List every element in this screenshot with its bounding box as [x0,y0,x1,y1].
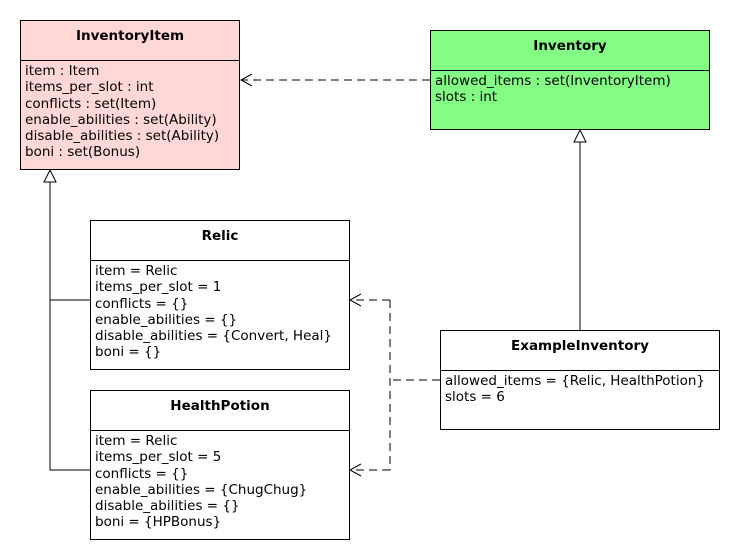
class-name: Relic [91,221,349,261]
attribute: enable_abilities : set(Ability) [25,111,217,128]
dependency-arrowhead-relic [348,293,362,307]
attribute-list: allowed_items = {Relic, HealthPotion} sl… [441,371,719,406]
attribute-list: item : Item items_per_slot : int conflic… [21,61,239,161]
attribute: conflicts = {} [95,295,189,312]
attribute: items_per_slot : int [25,79,154,96]
attribute-list: allowed_items : set(InventoryItem) slots… [431,71,709,106]
attribute: conflicts = {} [95,465,189,482]
attribute: items_per_slot = 5 [95,449,222,466]
attribute: boni = {HPBonus} [95,514,222,531]
relic-generalization-line [49,182,90,301]
healthpotion-generalization-line [49,300,90,471]
attribute: slots : int [435,89,498,106]
attribute: allowed_items = {Relic, HealthPotion} [445,373,706,389]
attribute: item = Relic [95,263,178,279]
attribute: disable_abilities : set(Ability) [25,128,220,145]
attribute: disable_abilities = {Convert, Heal} [95,328,332,345]
class-relic: Relic item = Relic items_per_slot = 1 co… [90,220,350,370]
class-name: ExampleInventory [441,331,719,371]
attribute: item : Item [25,63,100,79]
exampleinventory-dependency-trunk [389,300,440,470]
attribute-list: item = Relic items_per_slot = 5 conflict… [91,431,349,531]
class-exampleinventory: ExampleInventory allowed_items = {Relic,… [440,330,720,430]
class-healthpotion: HealthPotion item = Relic items_per_slot… [90,390,350,540]
attribute: enable_abilities = {ChugChug} [95,481,308,498]
attribute: slots = 6 [445,389,505,406]
inventoryitem-inheritance-triangle [43,168,57,183]
class-name: InventoryItem [21,21,239,61]
attribute: enable_abilities = {} [95,311,238,328]
attribute-list: item = Relic items_per_slot = 1 conflict… [91,261,349,361]
attribute: disable_abilities = {} [95,498,240,515]
attribute: allowed_items : set(InventoryItem) [435,73,671,89]
inventory-inheritance-triangle [573,128,587,143]
class-inventoryitem: InventoryItem item : Item items_per_slot… [20,20,240,170]
attribute: items_per_slot = 1 [95,279,222,296]
attribute: conflicts : set(Item) [25,95,157,112]
class-name: HealthPotion [91,391,349,431]
dependency-arrowhead-healthpotion [348,463,362,477]
class-inventory: Inventory allowed_items : set(InventoryI… [430,30,710,130]
attribute: boni = {} [95,344,162,361]
dependency-arrowhead-inventoryitem [239,73,253,87]
class-name: Inventory [431,31,709,71]
attribute: item = Relic [95,433,178,449]
attribute: boni : set(Bonus) [25,144,141,161]
